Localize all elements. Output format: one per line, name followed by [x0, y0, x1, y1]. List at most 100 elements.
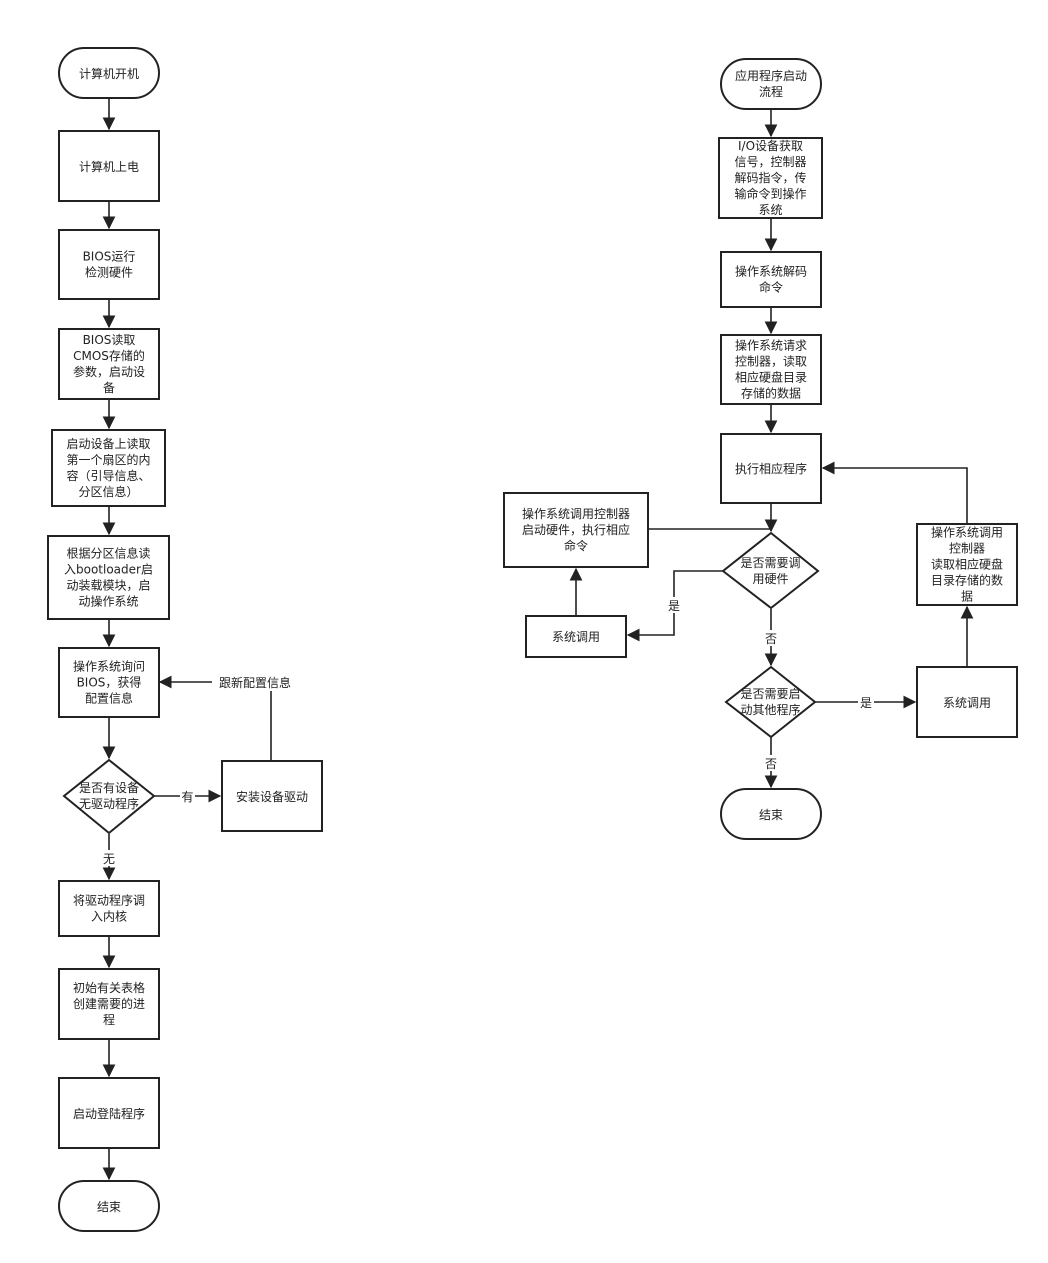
syscall-right-node: 系统调用	[916, 666, 1018, 738]
label-line: 是否需要启	[740, 687, 800, 701]
app-end-node: 结束	[720, 788, 822, 840]
driver-decision-node: 是否有设备无驱动程序	[62, 758, 156, 835]
label-line: 输命令到操作	[734, 186, 806, 201]
label-line: 解码指令，传	[734, 170, 806, 185]
label-line: 启动硬件，执行相应	[522, 522, 630, 537]
label-line: 流程	[759, 84, 783, 99]
boot-start-label: 计算机开机	[79, 66, 139, 81]
label-line: 据	[961, 590, 973, 604]
app-flow: 应用程序启动流程 I/O设备获取信号，控制器解码指令，传输命令到操作系统 操作系…	[503, 58, 1018, 840]
power-on-label: 计算机上电	[79, 159, 139, 174]
hw-decision-node: 是否需要调用硬件	[721, 531, 820, 610]
label-line: 入内核	[91, 910, 127, 924]
hw-decision-label: 是否需要调用硬件	[740, 556, 800, 586]
label-line: 命令	[759, 280, 783, 295]
read-sector-node: 启动设备上读取第一个扇区的内容（引导信息、分区信息）	[51, 429, 166, 507]
os-call-controller-label: 操作系统调用控制器启动硬件，执行相应命令	[522, 506, 630, 553]
hw-yes-label-bg	[666, 597, 682, 613]
label-line: 操作系统请求	[735, 338, 807, 353]
hw-no-label: 否	[765, 632, 777, 646]
label-line: 分区信息）	[78, 484, 138, 499]
app-end-label: 结束	[759, 808, 783, 822]
driver-no-label: 无	[103, 852, 115, 866]
app-start-label: 应用程序启动流程	[735, 68, 807, 99]
label-line: 检测硬件	[85, 265, 133, 280]
no-label-bg	[101, 850, 117, 866]
os-decode-node: 操作系统解码命令	[720, 251, 822, 308]
label-line: 操作系统调用控制器	[522, 506, 630, 521]
label-line: 第一个扇区的内	[66, 452, 150, 467]
other-decision-label: 是否需要启动其他程序	[740, 687, 800, 717]
label-line: BIOS，获得	[77, 675, 142, 690]
other-decision-node: 是否需要启动其他程序	[724, 665, 817, 739]
load-driver-label: 将驱动程序调入内核	[73, 893, 145, 924]
syscall-right-label: 系统调用	[943, 696, 991, 710]
label-line: 无驱动程序	[79, 796, 139, 811]
bios-check-node: BIOS运行检测硬件	[58, 229, 160, 300]
io-signal-node: I/O设备获取信号，控制器解码指令，传输命令到操作系统	[718, 137, 823, 219]
label-line: 应用程序启动	[735, 68, 807, 83]
bios-check-label: BIOS运行检测硬件	[83, 250, 136, 280]
other-yes-label-bg	[858, 694, 874, 710]
label-line: 操作系统调用	[931, 525, 1003, 540]
execute-node: 执行相应程序	[720, 433, 822, 504]
label-line: 信号，控制器	[734, 155, 806, 169]
hw-yes-label: 是	[668, 599, 680, 613]
login-label: 启动登陆程序	[73, 1106, 145, 1121]
boot-end-label: 结束	[97, 1200, 121, 1214]
label-line: 控制器，读取	[735, 355, 807, 369]
label-line: CMOS存储的	[73, 348, 145, 363]
boot-start-node: 计算机开机	[58, 47, 160, 99]
label-line: 容（引导信息、	[66, 468, 150, 483]
load-driver-node: 将驱动程序调入内核	[58, 880, 160, 937]
label-line: 命令	[564, 538, 588, 553]
label-line: BIOS运行	[83, 250, 136, 264]
os-call-read-label: 操作系统调用控制器读取相应硬盘目录存储的数据	[931, 525, 1003, 604]
label-line: 是否需要调	[740, 556, 800, 570]
label-line: 配置信息	[85, 691, 133, 706]
install-driver-label: 安装设备驱动	[236, 789, 308, 804]
os-decode-label: 操作系统解码命令	[735, 264, 807, 295]
label-line: 操作系统询问	[73, 659, 145, 674]
os-request-label: 操作系统请求控制器，读取相应硬盘目录存储的数据	[735, 338, 807, 401]
label-line: I/O设备获取	[738, 139, 803, 153]
driver-decision-label: 是否有设备无驱动程序	[79, 781, 139, 811]
other-yes-label: 是	[860, 696, 872, 710]
hw-no-label-bg	[763, 630, 779, 646]
login-node: 启动登陆程序	[58, 1077, 160, 1149]
label-line: 程	[103, 1012, 115, 1027]
edge-install-to-os	[158, 675, 272, 761]
label-line: 将驱动程序调	[73, 893, 145, 908]
os-call-read-node: 操作系统调用控制器读取相应硬盘目录存储的数据	[916, 523, 1018, 606]
label-line: 操作系统解码	[735, 264, 807, 279]
label-line: 系统	[758, 203, 782, 217]
label-line: 参数，启动设	[73, 364, 145, 379]
label-line: 相应硬盘目录	[735, 370, 807, 385]
edge-read-to-execute	[821, 461, 968, 523]
yes-label-bg	[180, 788, 195, 804]
bootloader-node: 根据分区信息读入bootloader启动装载模块，启动操作系统	[47, 535, 170, 620]
other-no-label-bg	[763, 755, 779, 771]
io-signal-label: I/O设备获取信号，控制器解码指令，传输命令到操作系统	[734, 139, 806, 217]
label-line: 是否有设备	[79, 781, 139, 795]
label-line: 初始有关表格	[73, 980, 145, 995]
init-tables-label: 初始有关表格创建需要的进程	[73, 980, 145, 1027]
label-line: 备	[103, 381, 115, 395]
label-line: 用硬件	[752, 572, 788, 586]
os-call-controller-node: 操作系统调用控制器启动硬件，执行相应命令	[503, 492, 649, 568]
label-line: BIOS读取	[83, 333, 136, 347]
label-line: 动装载模块，启	[66, 579, 150, 593]
label-line: 动其他程序	[740, 702, 800, 717]
label-line: 存储的数据	[741, 386, 801, 401]
init-tables-node: 初始有关表格创建需要的进程	[58, 968, 160, 1040]
label-line: 启动设备上读取	[66, 437, 150, 451]
other-no-label: 否	[765, 757, 777, 771]
power-on-node: 计算机上电	[58, 130, 160, 202]
boot-end-node: 结束	[58, 1180, 160, 1232]
